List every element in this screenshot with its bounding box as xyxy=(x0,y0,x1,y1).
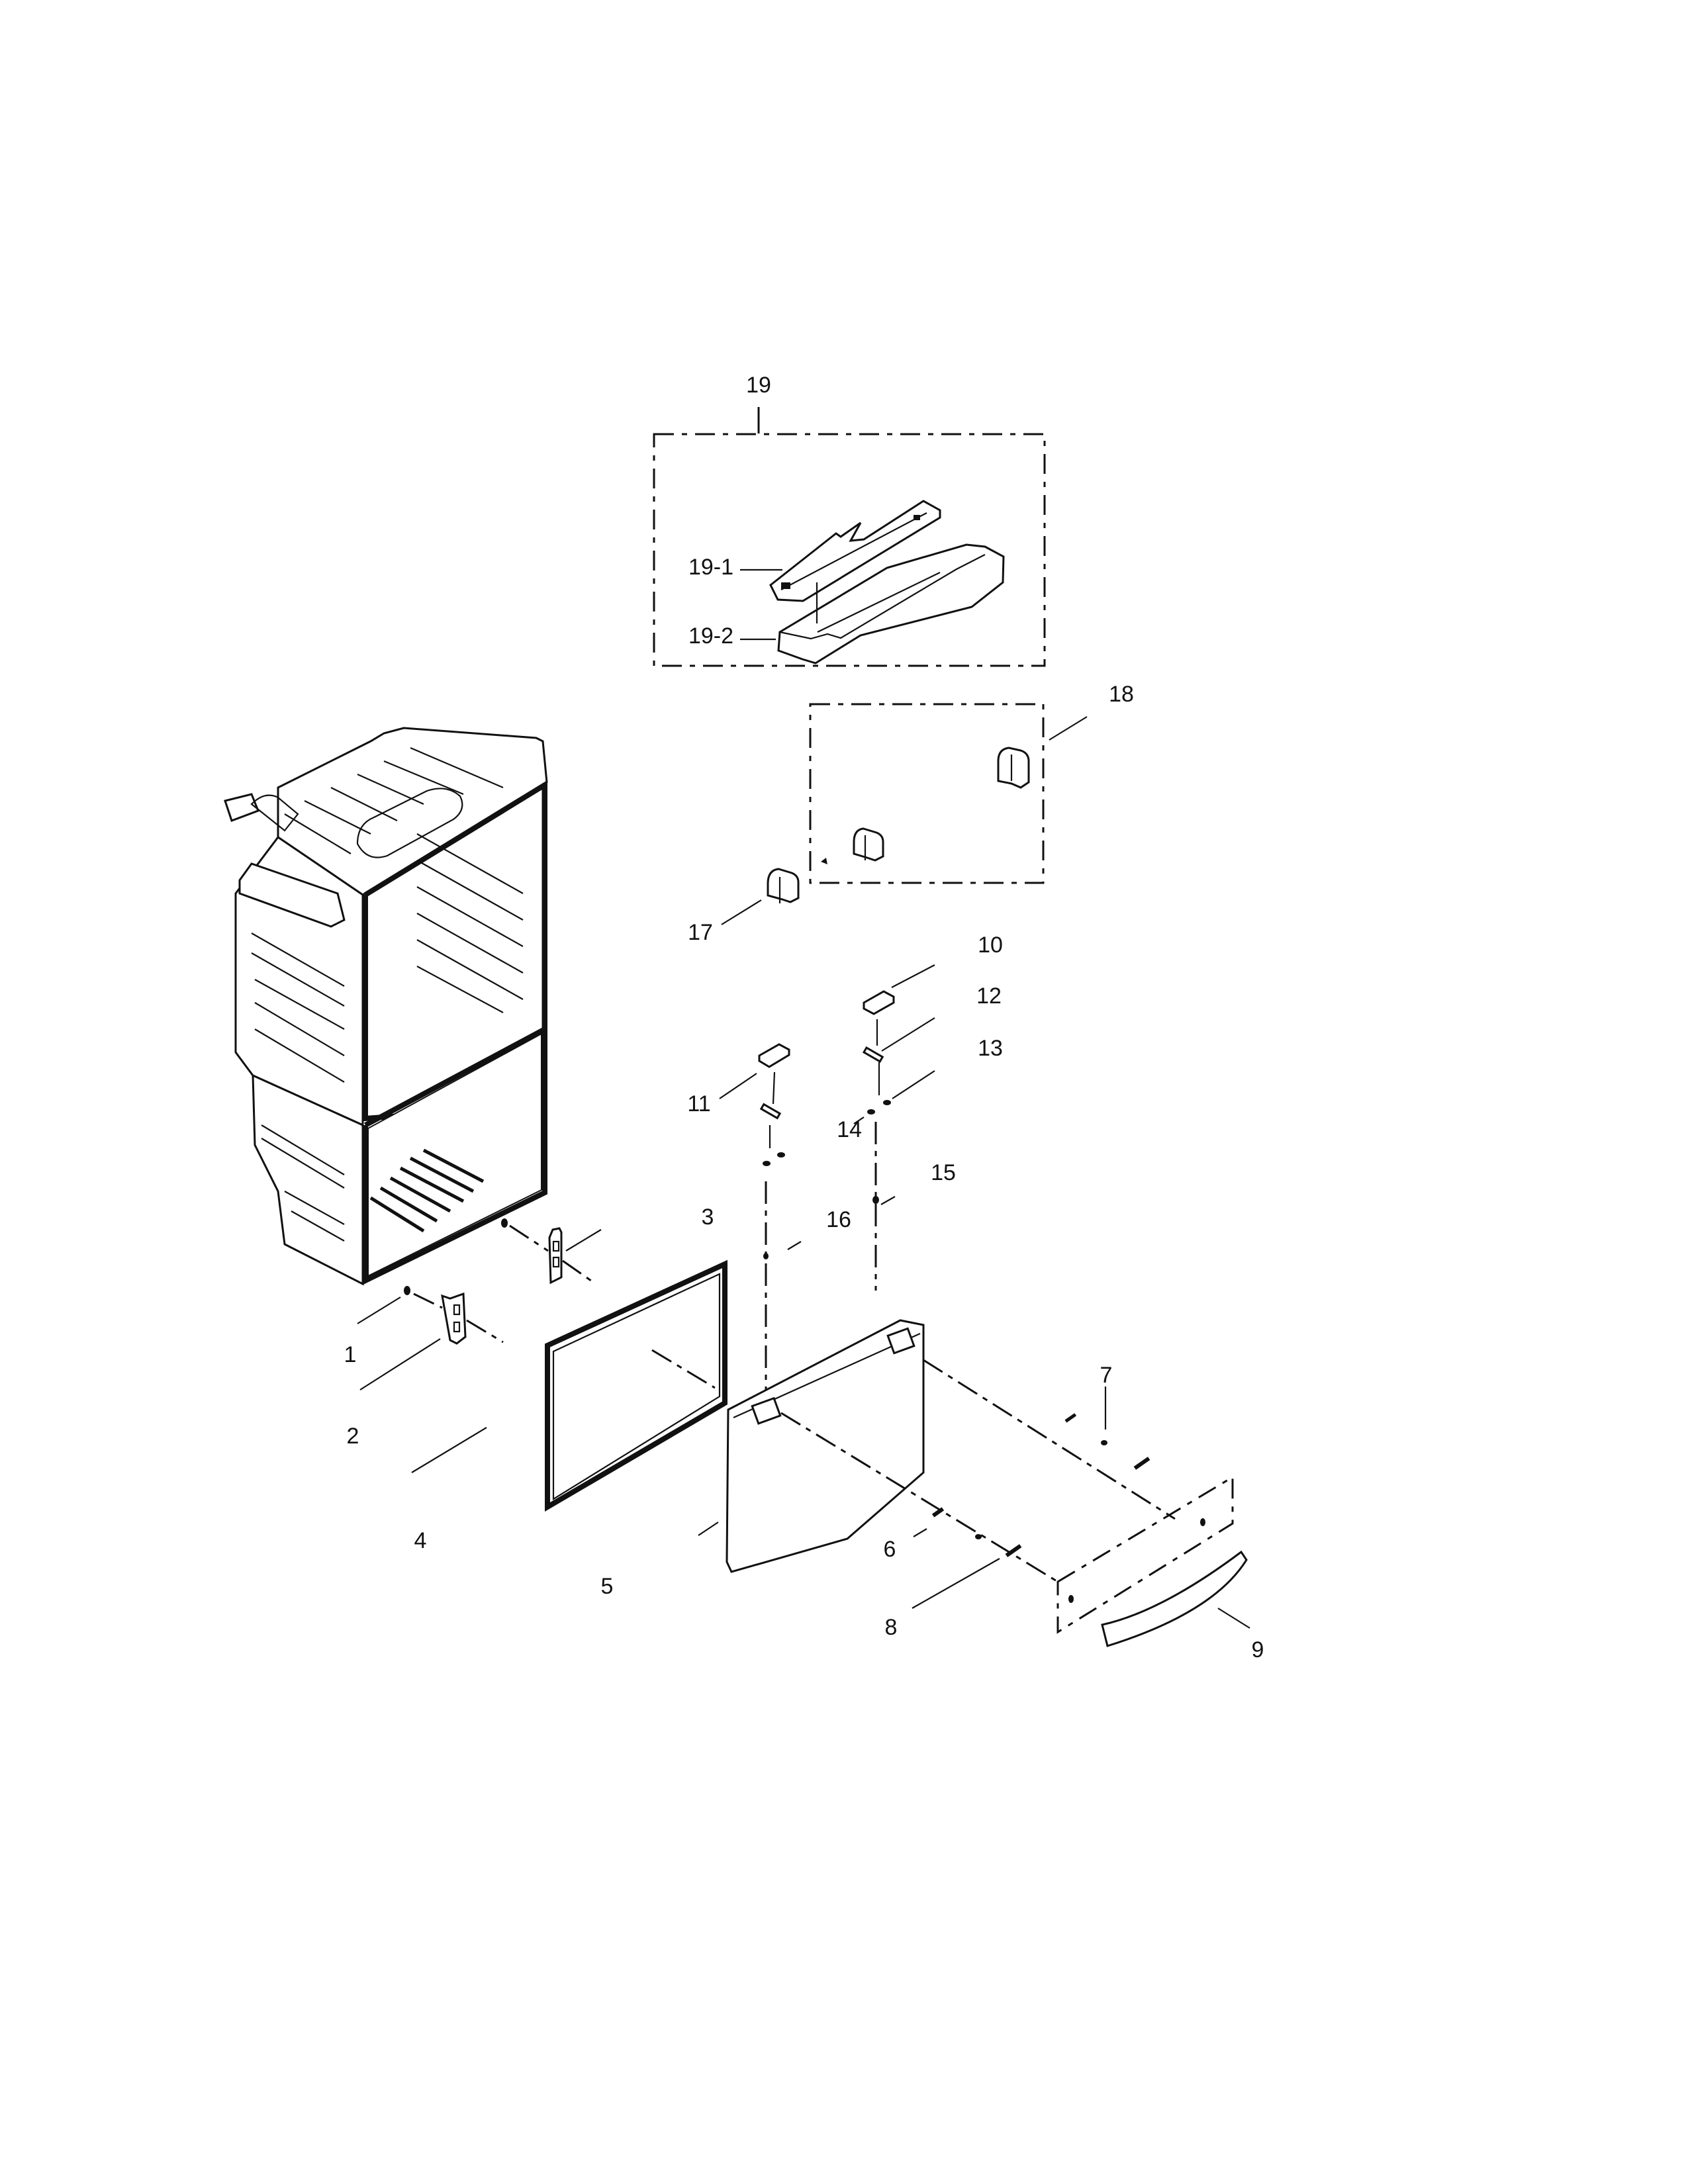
part-9-handle xyxy=(1101,1550,1248,1647)
leader-11 xyxy=(719,1073,757,1099)
callout-12: 12 xyxy=(976,983,1002,1009)
callout-6: 6 xyxy=(884,1537,896,1562)
leader-2 xyxy=(359,1338,441,1390)
lower-side-ribs xyxy=(261,1124,345,1242)
hinge-clip-lower xyxy=(853,827,884,862)
part-19-2-case xyxy=(777,543,1005,664)
callout-17: 17 xyxy=(688,920,713,945)
part-19-1-cover xyxy=(769,500,941,602)
callout-19: 19 xyxy=(746,373,771,398)
part-3-bracket xyxy=(501,1218,602,1285)
callout-1: 1 xyxy=(344,1342,357,1367)
leader-6 xyxy=(913,1528,927,1537)
lower-drawer-ribs xyxy=(369,1148,485,1233)
leader-18 xyxy=(1049,716,1088,741)
leader-4 xyxy=(411,1427,487,1473)
callout-7: 7 xyxy=(1100,1363,1113,1388)
leader-13 xyxy=(892,1070,935,1099)
leader-1 xyxy=(357,1297,401,1324)
leader-5 xyxy=(698,1522,719,1536)
group-18 xyxy=(809,703,1088,884)
callout-8: 8 xyxy=(885,1615,898,1640)
callout-15: 15 xyxy=(931,1160,956,1185)
part-2-bracket xyxy=(357,1286,504,1390)
leader-8 xyxy=(912,1558,1000,1609)
door-hinge-right xyxy=(886,1327,915,1355)
callout-19-1: 19-1 xyxy=(688,555,733,580)
top-ribs xyxy=(284,747,504,854)
side-ribs-upper xyxy=(251,933,345,1083)
callout-13: 13 xyxy=(978,1036,1003,1061)
callout-3: 3 xyxy=(702,1205,714,1230)
group-19 xyxy=(653,407,1046,667)
part-4-gasket xyxy=(411,1259,727,1512)
callout-14: 14 xyxy=(837,1117,862,1142)
callout-4: 4 xyxy=(414,1528,427,1553)
leader-12 xyxy=(881,1017,935,1052)
leader-16 xyxy=(787,1241,802,1250)
callout-18: 18 xyxy=(1109,682,1134,707)
callout-labels: 19 19-1 19-2 18 17 10 12 13 11 14 15 16 … xyxy=(344,373,1264,1662)
callout-9: 9 xyxy=(1252,1637,1264,1662)
rails-and-handle xyxy=(780,1359,1250,1647)
callout-11: 11 xyxy=(687,1091,710,1116)
leader-17 xyxy=(721,899,762,925)
hinge-clip-upper xyxy=(997,747,1030,789)
door-hinge-left xyxy=(751,1396,782,1425)
leader-9 xyxy=(1217,1608,1250,1629)
callout-16: 16 xyxy=(826,1207,851,1232)
callout-2: 2 xyxy=(347,1424,359,1449)
part-5-door xyxy=(698,1319,925,1573)
leader-14 xyxy=(853,1116,865,1124)
inner-ribs-upper xyxy=(416,833,524,1013)
leader-15 xyxy=(880,1196,896,1205)
hinge-pin-assembly-right xyxy=(853,964,935,1291)
callout-10: 10 xyxy=(978,933,1003,958)
leader-10 xyxy=(891,964,935,988)
hinge-pin-assembly-left xyxy=(719,1043,802,1410)
callout-19-2: 19-2 xyxy=(688,623,733,649)
refrigerator-cabinet xyxy=(224,727,548,1286)
callout-5: 5 xyxy=(601,1574,614,1599)
leader-3 xyxy=(565,1229,602,1251)
part-17-clip xyxy=(721,868,800,925)
